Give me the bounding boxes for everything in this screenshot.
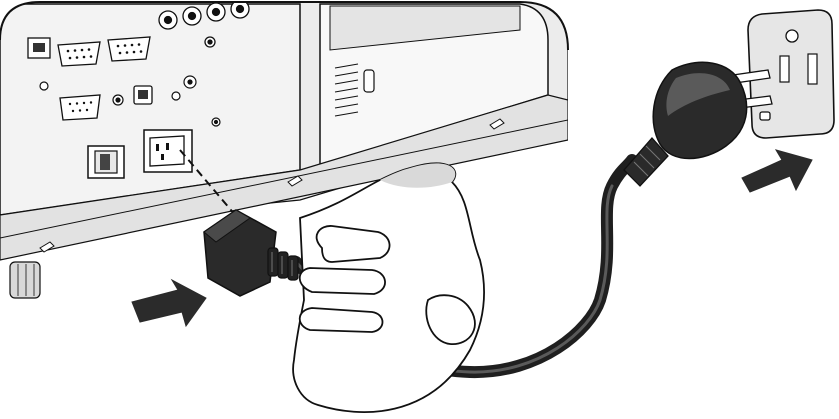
usb-port-icon xyxy=(133,85,153,105)
projector-frame xyxy=(0,1,569,51)
projector-base-strip xyxy=(0,94,568,261)
hand-shade xyxy=(380,163,456,188)
vent-grille xyxy=(334,63,359,117)
iec-connector-icon xyxy=(203,209,299,297)
trigger-port-icon xyxy=(183,75,197,89)
hand-icon xyxy=(292,162,486,413)
us-plug-icon xyxy=(623,61,773,187)
projector-rear-panel xyxy=(0,2,568,299)
projector-top-slot xyxy=(329,5,521,51)
insert-arrow-icon xyxy=(131,278,207,328)
bnc-connector-icon xyxy=(158,2,250,48)
lan-port-icon xyxy=(27,37,51,59)
adjustable-foot xyxy=(9,261,41,299)
serial-port-icon xyxy=(59,94,101,121)
vga-port-icon xyxy=(57,41,101,67)
alignment-guide xyxy=(179,149,237,217)
kensington-lock-slot xyxy=(363,69,375,93)
vga-port-icon xyxy=(107,36,151,62)
wall-outlet-icon xyxy=(747,9,835,139)
ac-power-inlet xyxy=(143,129,193,173)
audio-jack-icon xyxy=(39,81,221,127)
power-switch-icon xyxy=(87,145,125,179)
insert-arrow-icon xyxy=(741,149,813,193)
